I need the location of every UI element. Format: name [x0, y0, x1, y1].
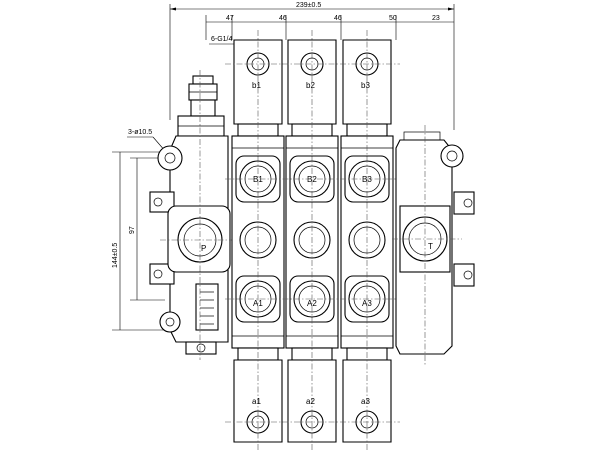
- port-label-pressure: P: [201, 244, 206, 253]
- section-lower-port-label-1: A1: [253, 299, 263, 308]
- port-thread-callout: 6-G1/4: [211, 36, 233, 43]
- section-top-label-2: b2: [306, 81, 315, 90]
- section-width-1: 47: [226, 15, 234, 22]
- section-width-3: 46: [334, 15, 342, 22]
- section-width-2: 46: [279, 15, 287, 22]
- section-lower-port-label-2: A2: [307, 299, 317, 308]
- section-upper-port-label-1: B1: [253, 175, 263, 184]
- mount-holes-callout: 3-ø10.5: [128, 129, 152, 136]
- height-inner-dimension: 97: [129, 226, 136, 234]
- section-width-4: 50: [389, 15, 397, 22]
- overall-width-dimension: 239±0.5: [296, 2, 321, 9]
- section-width-5: 23: [432, 15, 440, 22]
- port-label-tank: T: [428, 242, 433, 251]
- section-bottom-label-3: a3: [361, 397, 370, 406]
- inlet-section: P: [149, 70, 236, 360]
- section-top-label-1: b1: [252, 81, 261, 90]
- height-overall-dimension: 144±0.5: [112, 243, 119, 268]
- section-bottom-label-1: a1: [252, 397, 261, 406]
- section-bottom-label-2: a2: [306, 397, 315, 406]
- section-upper-port-label-2: B2: [307, 175, 317, 184]
- section-lower-port-label-3: A3: [362, 299, 372, 308]
- outlet-section: T: [392, 125, 475, 365]
- section-top-label-3: b3: [361, 81, 370, 90]
- section-upper-port-label-3: B3: [362, 175, 372, 184]
